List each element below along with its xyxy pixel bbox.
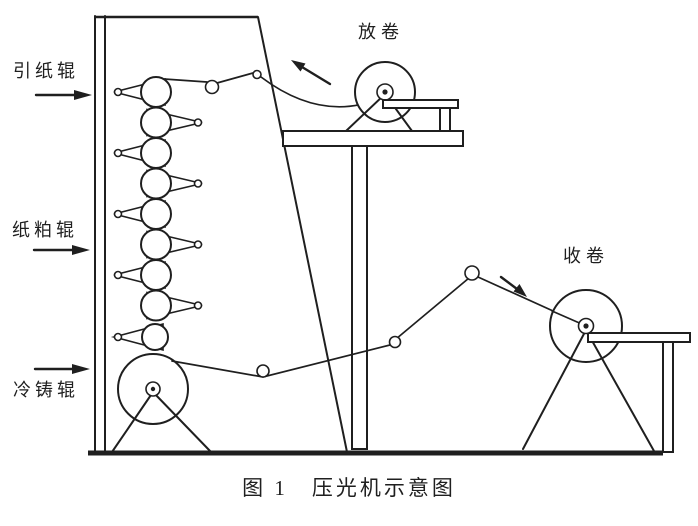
calender-roller-stack <box>110 76 203 352</box>
rewind-leg-left <box>522 329 587 450</box>
unwind-axle <box>382 89 388 95</box>
calender-roller-3 <box>140 137 172 169</box>
guide-roller-dip <box>256 364 270 378</box>
chill-roll-leg-right <box>152 391 212 453</box>
web-stack-to-guide <box>163 78 208 83</box>
rewind-station <box>522 289 691 453</box>
rewind-direction-arrow-shaft <box>499 275 519 291</box>
chill-roll-axle <box>150 386 156 392</box>
unwind-table-top <box>382 99 459 109</box>
rewind-direction-arrow-icon <box>513 284 527 297</box>
lead-roll-arrow-icon <box>74 90 92 100</box>
calender-roller-2 <box>140 106 172 139</box>
arm-pivot-pin-9 <box>113 332 123 342</box>
arm-pivot-pin-8 <box>193 301 203 310</box>
arm-pivot-pin-3 <box>113 148 123 158</box>
guide-roller-mid <box>388 335 402 349</box>
web-midguide-to-peak <box>395 277 470 340</box>
unwind-leg-left <box>345 93 386 132</box>
label-rewind: 收卷 <box>563 246 609 266</box>
machine-frame <box>94 15 348 453</box>
calender-roller-8 <box>140 289 172 322</box>
arm-pivot-pin-1 <box>113 87 123 97</box>
web-path-bottom <box>171 265 585 378</box>
arm-pivot-pin-4 <box>193 179 203 188</box>
guide-roller-peak <box>464 265 480 281</box>
label-unwind: 放卷 <box>358 22 404 42</box>
unwind-direction-arrow-shaft <box>300 65 332 86</box>
rewind-table-leg <box>662 341 674 453</box>
chill-roll-arrow-icon <box>72 364 90 374</box>
label-lead-roll: 引纸辊 <box>13 61 79 81</box>
platform-beam <box>282 130 464 147</box>
calender-roller-7 <box>140 259 172 291</box>
label-pointer-arrows <box>32 90 92 374</box>
arm-pivot-pin-7 <box>113 270 123 280</box>
calender-roller-5 <box>140 198 172 230</box>
chill-roll-station <box>111 353 212 453</box>
rewind-table-top <box>587 332 691 343</box>
chill-roll-leg-left <box>111 391 154 453</box>
arm-pivot-pin-2 <box>193 118 203 127</box>
calender-roller-1 <box>140 76 172 108</box>
unwind-direction-arrow-icon <box>291 60 306 72</box>
arm-pivot-pin-6 <box>193 240 203 249</box>
calender-roller-9 <box>141 323 169 351</box>
label-bowl-roll: 纸粕辊 <box>12 220 78 240</box>
calender-roller-4 <box>140 167 172 200</box>
frame-slant <box>257 16 348 453</box>
rewind-leg-right <box>585 329 655 452</box>
calender-roller-6 <box>140 228 172 261</box>
bowl-roll-arrow-icon <box>72 245 90 255</box>
unwind-station <box>345 61 459 134</box>
platform-pedestal <box>351 145 368 450</box>
arm-pivot-pin-5 <box>113 209 123 219</box>
figure-caption: 图 1 压光机示意图 <box>242 476 456 500</box>
web-direction-arrows <box>291 60 527 297</box>
rewind-axle <box>583 323 589 329</box>
guide-pin-top <box>252 69 262 80</box>
unwind-table-leg <box>439 107 451 134</box>
web-guide-to-pin <box>216 72 254 84</box>
label-chill-roll: 冷铸辊 <box>13 380 79 400</box>
guide-roller-top <box>204 79 220 95</box>
